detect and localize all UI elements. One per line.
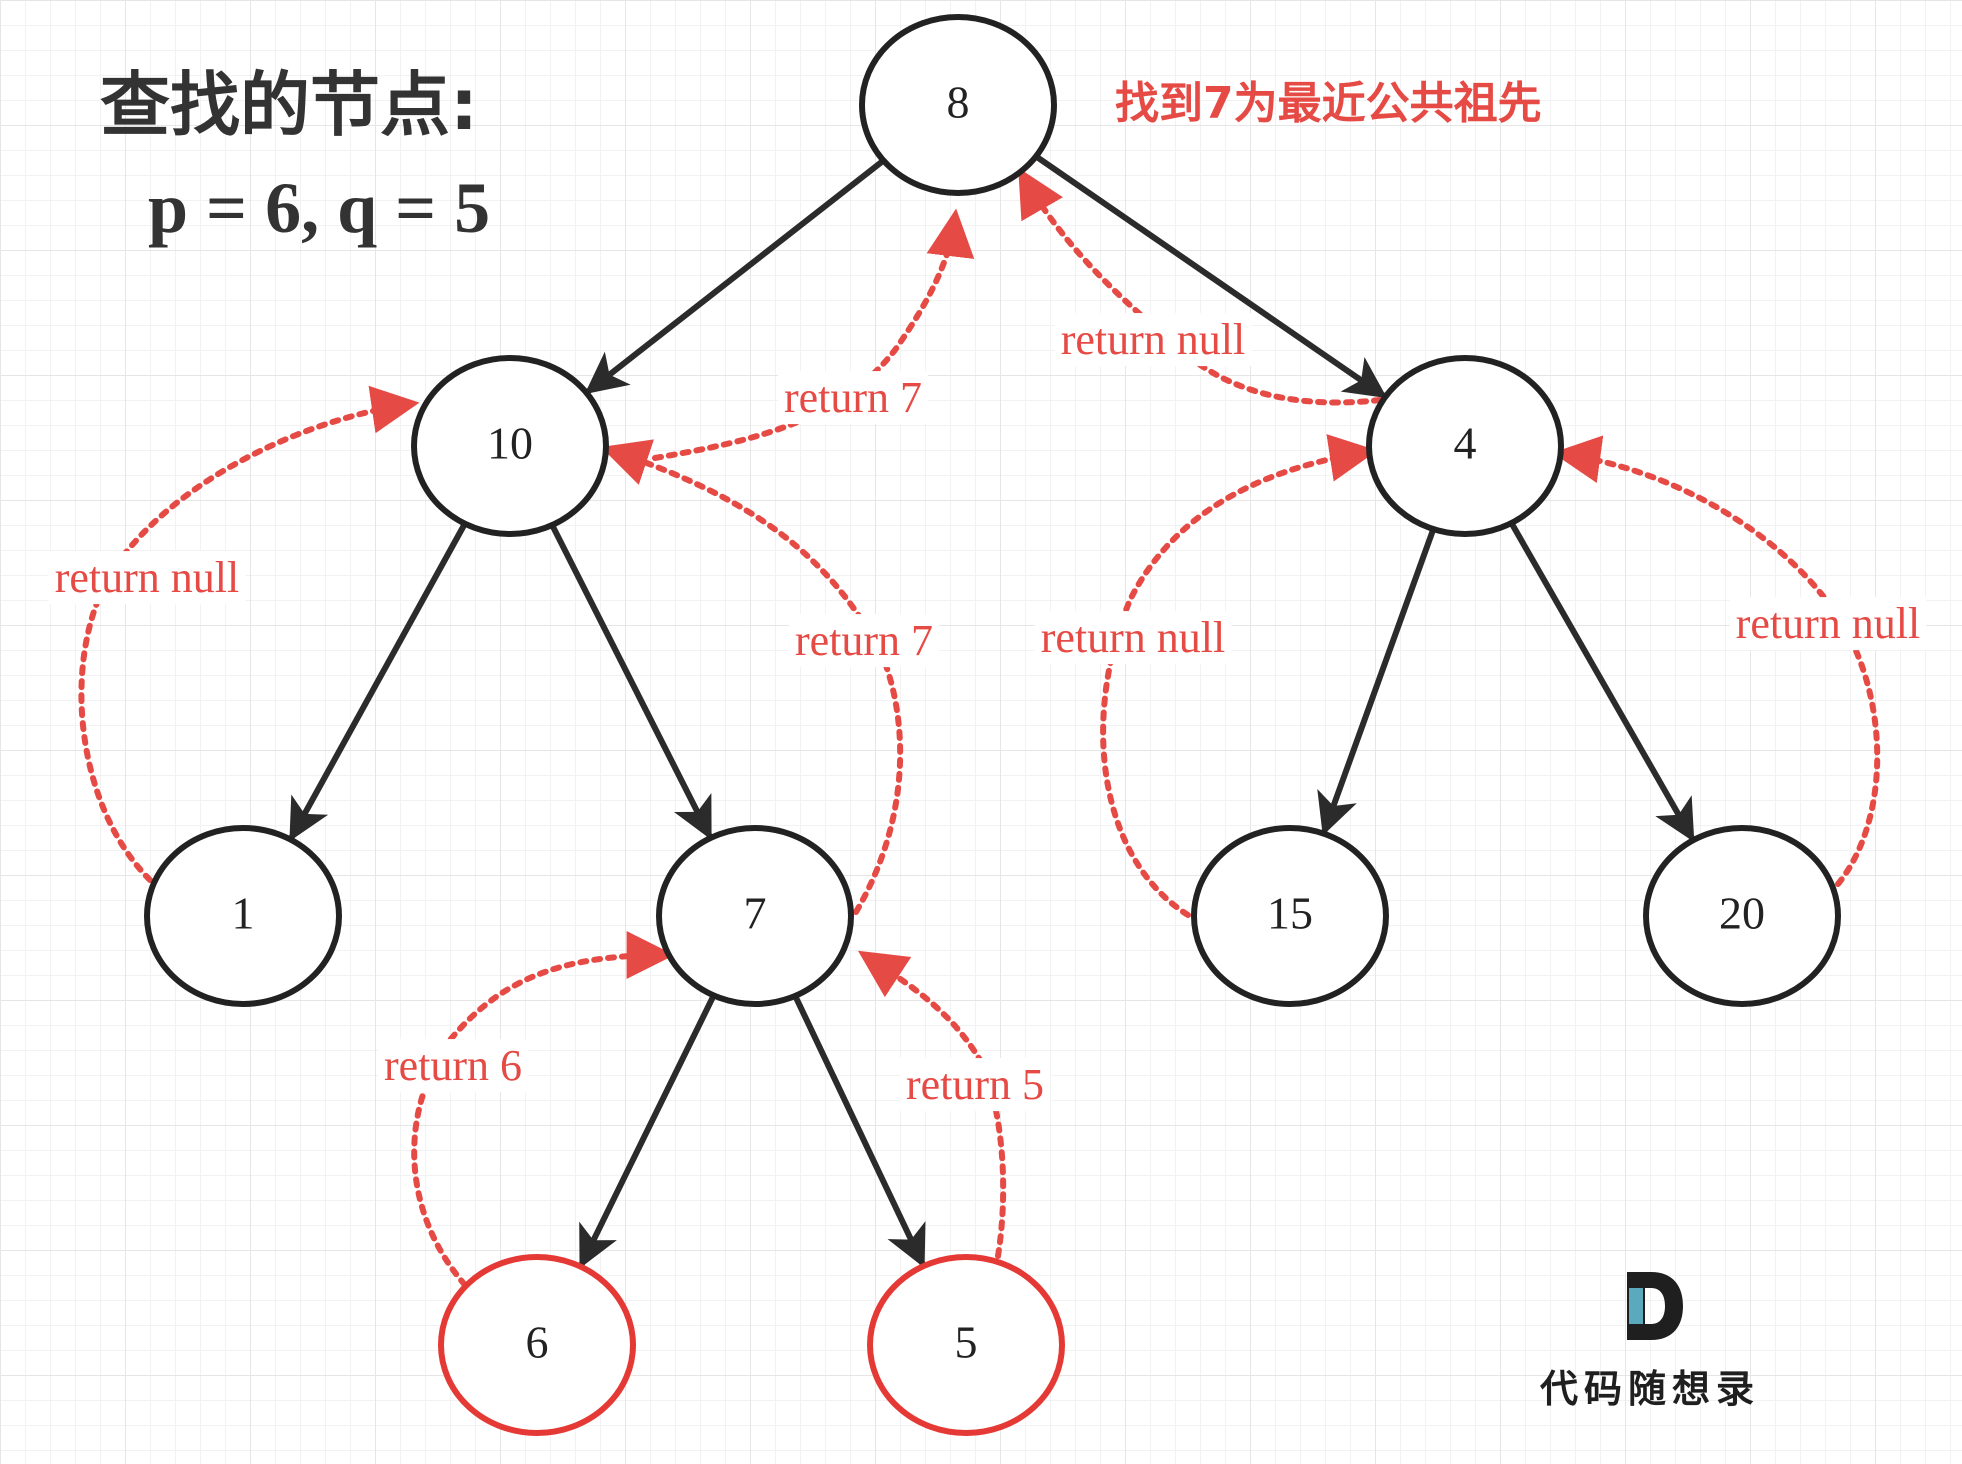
target-node-circle bbox=[438, 1254, 636, 1436]
node-20: 20 bbox=[1643, 825, 1841, 1007]
return-label: return 7 bbox=[795, 616, 933, 665]
node-label: 8 bbox=[947, 77, 970, 128]
node-label: 20 bbox=[1719, 888, 1765, 939]
title-search-nodes: 查找的节点: bbox=[100, 64, 478, 146]
return-arrow-n1-n10: return null bbox=[48, 385, 420, 883]
node-label: 4 bbox=[1454, 418, 1477, 469]
return-label: return null bbox=[1041, 613, 1226, 662]
tree-edges bbox=[288, 152, 1695, 1269]
return-arrow-n20-n4: return null bbox=[1552, 435, 1927, 887]
return-label-bg bbox=[48, 551, 246, 605]
node-label: 7 bbox=[744, 888, 767, 939]
return-label-bg bbox=[788, 614, 940, 668]
return-label: return 5 bbox=[906, 1060, 1044, 1109]
node-1: 1 bbox=[144, 825, 342, 1007]
node-circle bbox=[1366, 355, 1564, 537]
node-15: 15 bbox=[1191, 825, 1389, 1007]
edge-n4-n20 bbox=[1509, 522, 1695, 843]
node-6: 6 bbox=[438, 1254, 636, 1436]
title-pq-values: p = 6, q = 5 bbox=[148, 168, 491, 248]
node-7: 7 bbox=[656, 825, 854, 1007]
return-arrow-n5-n7: return 5 bbox=[857, 950, 1051, 1259]
node-4: 4 bbox=[1366, 355, 1564, 537]
logo: 代码随想录 bbox=[1530, 1270, 1780, 1411]
node-label: 5 bbox=[955, 1317, 978, 1368]
return-label-bg bbox=[377, 1039, 529, 1093]
node-5: 5 bbox=[867, 1254, 1065, 1436]
return-label: return null bbox=[1736, 599, 1921, 648]
return-label: return null bbox=[1061, 315, 1246, 364]
target-node-circle bbox=[867, 1254, 1065, 1436]
node-circle bbox=[656, 825, 854, 1007]
return-arrow-n7-n10: return 7 bbox=[600, 439, 940, 915]
return-curve bbox=[1018, 167, 1383, 406]
edge-n7-n6 bbox=[578, 994, 717, 1269]
return-label: return null bbox=[55, 553, 240, 602]
node-circle bbox=[1191, 825, 1389, 1007]
result-note: 找到7为最近公共祖先 bbox=[1115, 78, 1542, 129]
tree-nodes: 8 10 4 1 7 15 20 6 5 bbox=[144, 14, 1841, 1436]
node-10: 10 bbox=[411, 355, 609, 537]
return-label: return 7 bbox=[784, 373, 922, 422]
node-label: 6 bbox=[526, 1317, 549, 1368]
node-circle bbox=[1643, 825, 1841, 1007]
return-arrow-n10-n8: return 7 bbox=[652, 208, 975, 461]
edge-n7-n5 bbox=[792, 995, 926, 1269]
return-label-bg bbox=[1034, 611, 1232, 665]
return-label-bg bbox=[899, 1058, 1051, 1112]
return-curve bbox=[78, 385, 420, 883]
node-circle bbox=[144, 825, 342, 1007]
edge-n10-n7 bbox=[549, 524, 713, 840]
return-arrow-n15-n4: return null bbox=[1034, 434, 1378, 918]
return-curve bbox=[411, 931, 675, 1288]
return-label-bg bbox=[1054, 313, 1252, 367]
d-logo-icon bbox=[1627, 1272, 1683, 1340]
return-label-bg bbox=[1729, 597, 1927, 651]
node-8: 8 bbox=[859, 14, 1057, 196]
logo-text: 代码随想录 bbox=[1540, 1367, 1761, 1411]
edge-n8-n10 bbox=[584, 157, 887, 395]
return-label: return 6 bbox=[384, 1041, 522, 1090]
node-label: 15 bbox=[1267, 888, 1313, 939]
return-arrow-n6-n7: return 6 bbox=[377, 931, 675, 1288]
return-arrows: return null return 7 return 7 return null re… bbox=[48, 167, 1927, 1288]
node-circle bbox=[859, 14, 1057, 196]
edge-n4-n15 bbox=[1317, 529, 1436, 836]
node-circle bbox=[411, 355, 609, 537]
return-label-bg bbox=[777, 371, 929, 425]
return-arrow-n4-n8: return null bbox=[1018, 167, 1383, 406]
return-curve bbox=[1552, 435, 1881, 887]
edge-n10-n1 bbox=[288, 522, 468, 842]
edge-n8-n4 bbox=[1032, 152, 1388, 399]
node-label: 10 bbox=[487, 418, 533, 469]
node-label: 1 bbox=[232, 888, 255, 939]
return-curve bbox=[652, 208, 975, 461]
